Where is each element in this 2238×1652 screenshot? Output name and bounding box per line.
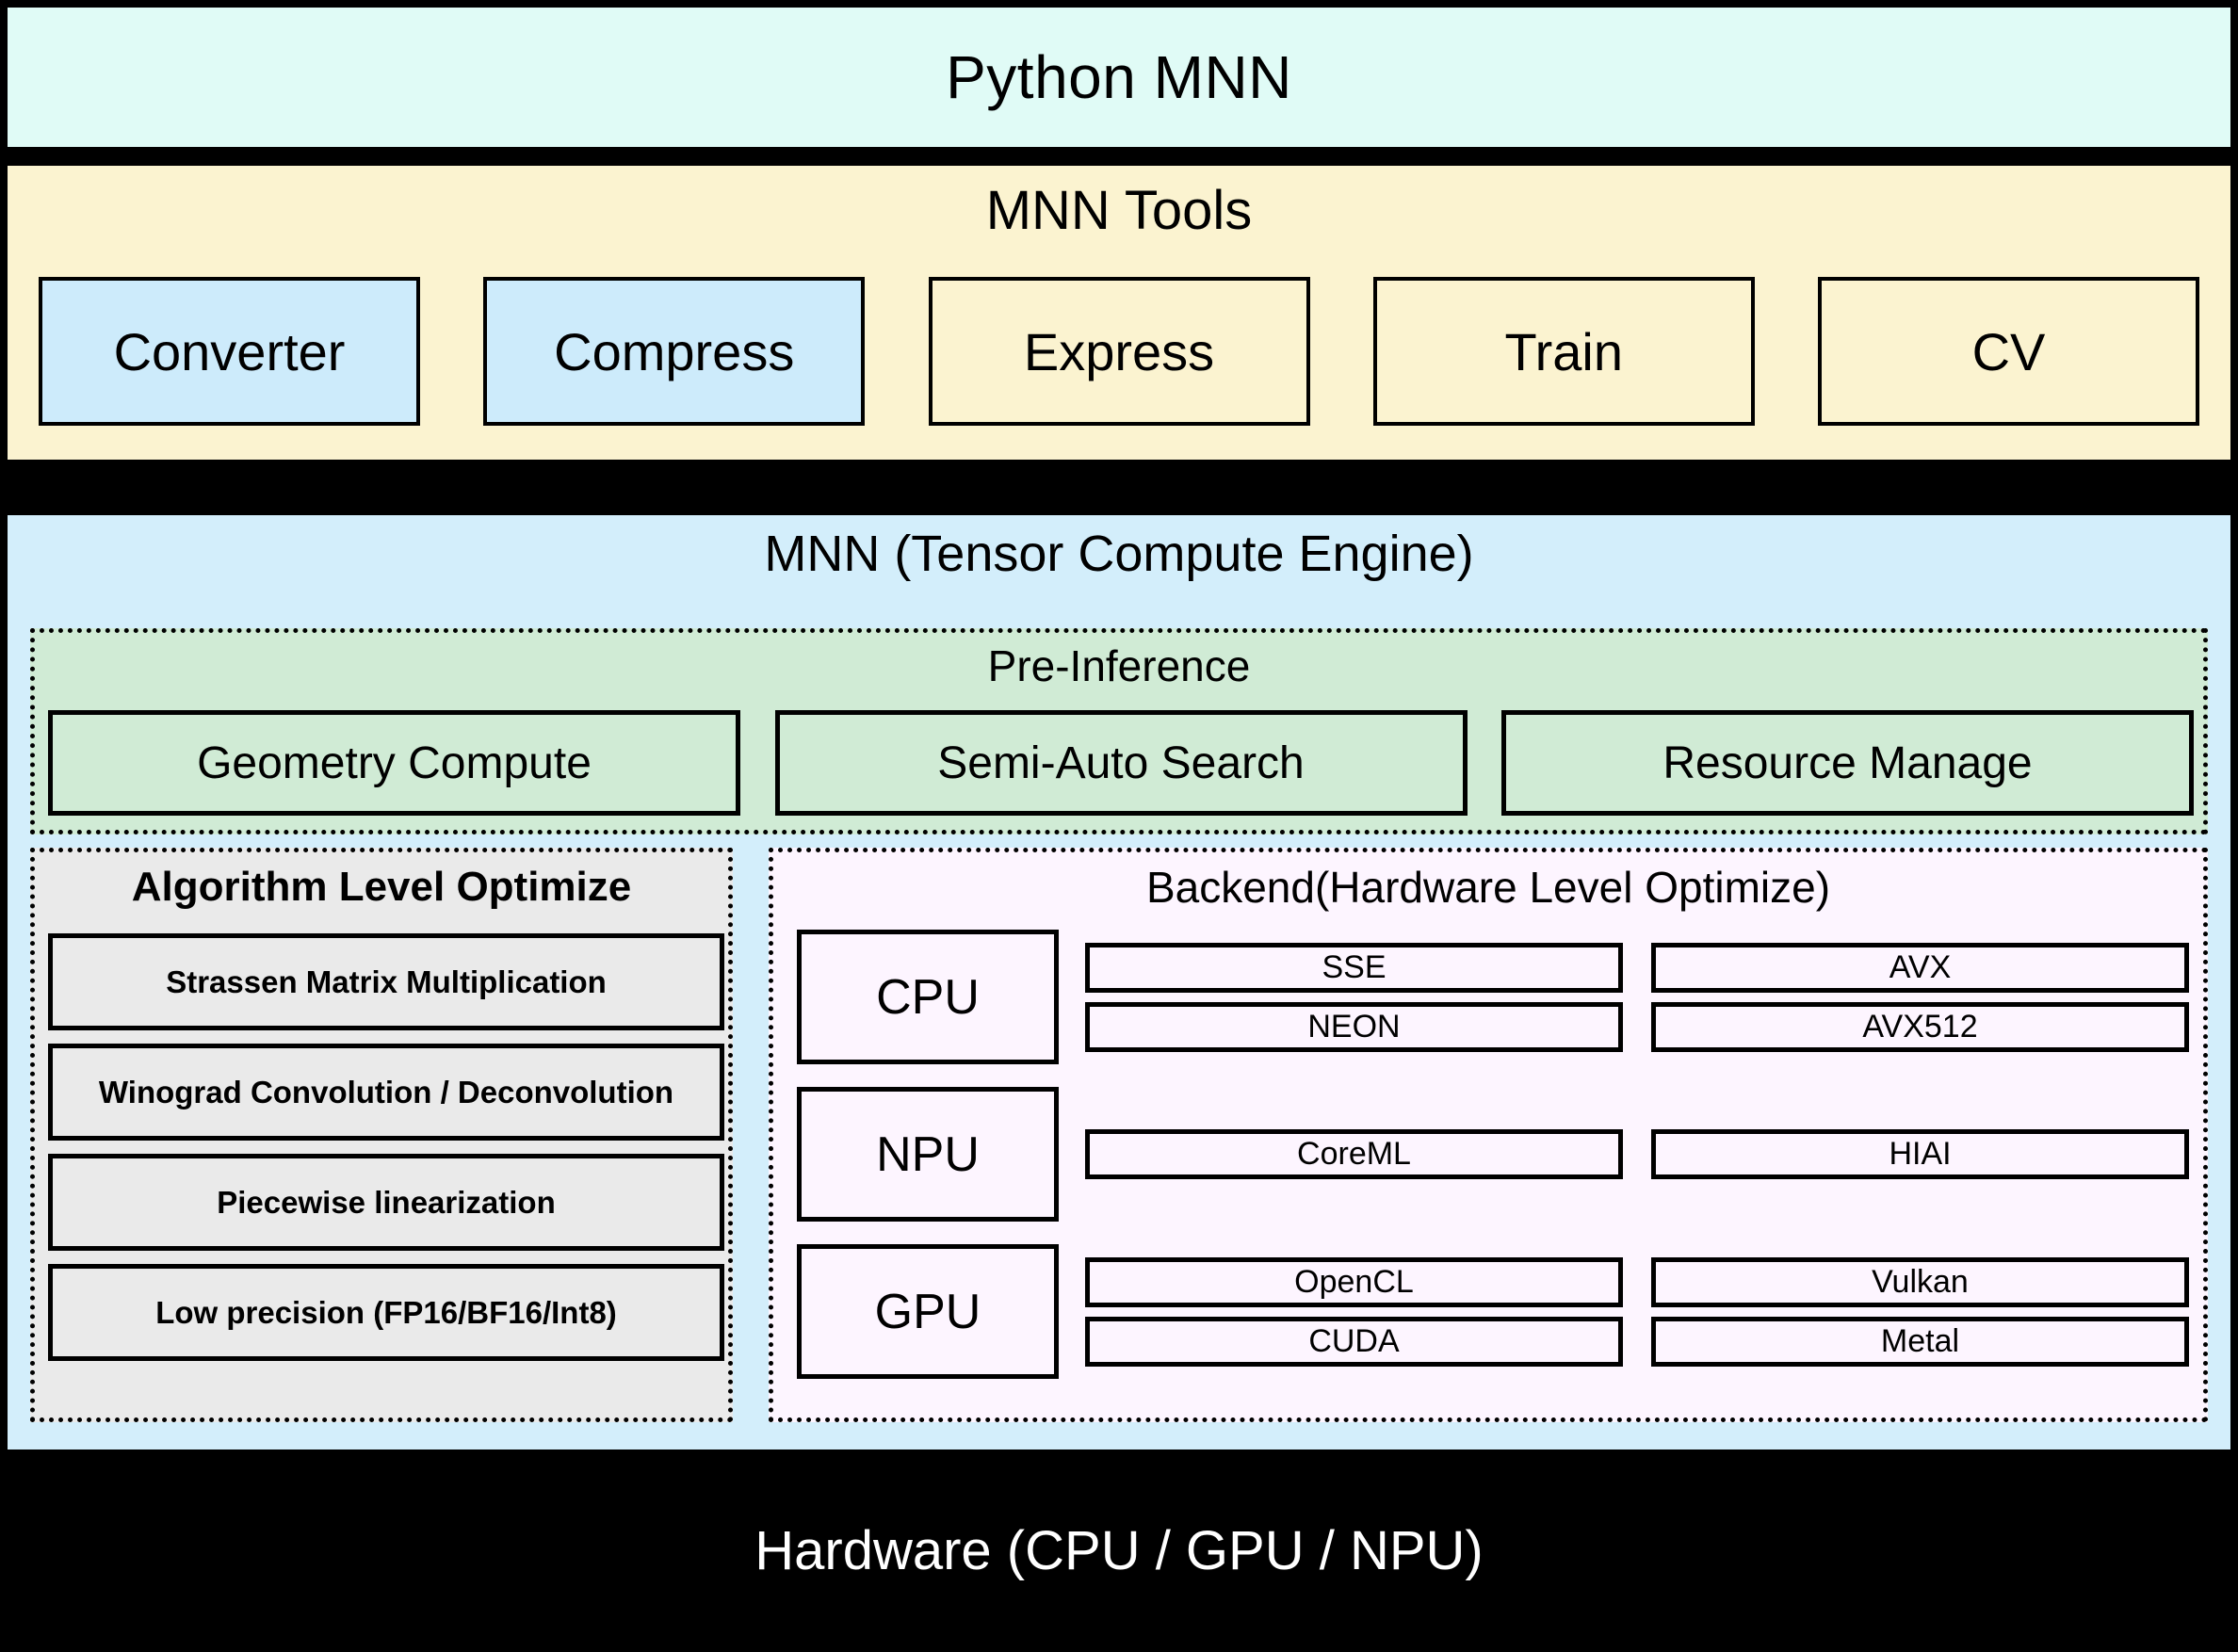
backend-impl-pair-gpu-2: CUDA Metal bbox=[1085, 1316, 2189, 1367]
backend-processor-gpu[interactable]: GPU bbox=[797, 1244, 1059, 1379]
backend-row-gpu: GPU OpenCL Vulkan CUDA Metal bbox=[797, 1244, 2189, 1379]
algorithm-box-piecewise-linearization[interactable]: Piecewise linearization bbox=[48, 1154, 724, 1251]
pre-inference-box-geometry-compute[interactable]: Geometry Compute bbox=[48, 710, 740, 816]
pre-inference-title: Pre-Inference bbox=[987, 641, 1251, 690]
backend-impl-column-npu: CoreML HIAI bbox=[1085, 1087, 2189, 1222]
algorithm-box-strassen-matrix-multiplication[interactable]: Strassen Matrix Multiplication bbox=[48, 933, 724, 1030]
backend-impl-hiai[interactable]: HIAI bbox=[1651, 1129, 2189, 1179]
python-mnn-layer: Python MNN bbox=[8, 8, 2230, 147]
backend-impl-opencl[interactable]: OpenCL bbox=[1085, 1256, 1623, 1307]
backend-impl-pair-npu-1: CoreML HIAI bbox=[1085, 1129, 2189, 1179]
algorithm-level-optimize-list: Strassen Matrix Multiplication Winograd … bbox=[48, 933, 724, 1361]
backend-impl-pair-cpu-1: SSE AVX bbox=[1085, 942, 2189, 993]
algorithm-box-low-precision[interactable]: Low precision (FP16/BF16/Int8) bbox=[48, 1264, 724, 1361]
hardware-layer: Hardware (CPU / GPU / NPU) bbox=[0, 1450, 2238, 1652]
tool-box-compress[interactable]: Compress bbox=[483, 277, 866, 426]
algorithm-level-optimize-title: Algorithm Level Optimize bbox=[131, 864, 632, 910]
backend-impl-sse[interactable]: SSE bbox=[1085, 942, 1623, 993]
hardware-title: Hardware (CPU / GPU / NPU) bbox=[754, 1520, 1484, 1581]
python-mnn-title: Python MNN bbox=[946, 43, 1292, 111]
pre-inference-box-resource-manage[interactable]: Resource Manage bbox=[1501, 710, 2194, 816]
backend-impl-vulkan[interactable]: Vulkan bbox=[1651, 1256, 2189, 1307]
pre-inference-group: Pre-Inference Geometry Compute Semi-Auto… bbox=[30, 628, 2208, 834]
backend-impl-cuda[interactable]: CUDA bbox=[1085, 1316, 1623, 1367]
backend-impl-column-cpu: SSE AVX NEON AVX512 bbox=[1085, 930, 2189, 1064]
backend-processor-npu[interactable]: NPU bbox=[797, 1087, 1059, 1222]
mnn-engine-layer: MNN (Tensor Compute Engine) Pre-Inferenc… bbox=[8, 515, 2230, 1450]
pre-inference-box-semi-auto-search[interactable]: Semi-Auto Search bbox=[774, 710, 1468, 816]
tool-box-train[interactable]: Train bbox=[1372, 277, 1755, 426]
algorithm-box-winograd-convolution-deconvolution[interactable]: Winograd Convolution / Deconvolution bbox=[48, 1044, 724, 1141]
mnn-tools-row: Converter Compress Express Train CV bbox=[39, 277, 2199, 426]
backend-impl-avx[interactable]: AVX bbox=[1651, 942, 2189, 993]
backend-row-cpu: CPU SSE AVX NEON AVX512 bbox=[797, 930, 2189, 1064]
backend-impl-pair-gpu-1: OpenCL Vulkan bbox=[1085, 1256, 2189, 1307]
mnn-tools-title: MNN Tools bbox=[985, 180, 1253, 241]
backend-title: Backend(Hardware Level Optimize) bbox=[1145, 863, 1831, 912]
algorithm-level-optimize-group: Algorithm Level Optimize Strassen Matrix… bbox=[30, 848, 733, 1422]
mnn-tools-layer: MNN Tools Converter Compress Express Tra… bbox=[8, 166, 2230, 460]
backend-row-npu: NPU CoreML HIAI bbox=[797, 1087, 2189, 1222]
tool-box-express[interactable]: Express bbox=[928, 277, 1310, 426]
backend-impl-neon[interactable]: NEON bbox=[1085, 1001, 1623, 1052]
pre-inference-row: Geometry Compute Semi-Auto Search Resour… bbox=[48, 710, 2194, 816]
backend-impl-pair-cpu-2: NEON AVX512 bbox=[1085, 1001, 2189, 1052]
backend-grid: CPU SSE AVX NEON AVX512 NPU bbox=[797, 930, 2189, 1379]
backend-impl-coreml[interactable]: CoreML bbox=[1085, 1129, 1623, 1179]
backend-impl-avx512[interactable]: AVX512 bbox=[1651, 1001, 2189, 1052]
tool-box-cv[interactable]: CV bbox=[1818, 277, 2199, 426]
backend-group: Backend(Hardware Level Optimize) CPU SSE… bbox=[769, 848, 2208, 1422]
tool-box-converter[interactable]: Converter bbox=[39, 277, 420, 426]
mnn-engine-title: MNN (Tensor Compute Engine) bbox=[764, 526, 1474, 582]
backend-impl-column-gpu: OpenCL Vulkan CUDA Metal bbox=[1085, 1244, 2189, 1379]
backend-impl-metal[interactable]: Metal bbox=[1651, 1316, 2189, 1367]
backend-processor-cpu[interactable]: CPU bbox=[797, 930, 1059, 1064]
